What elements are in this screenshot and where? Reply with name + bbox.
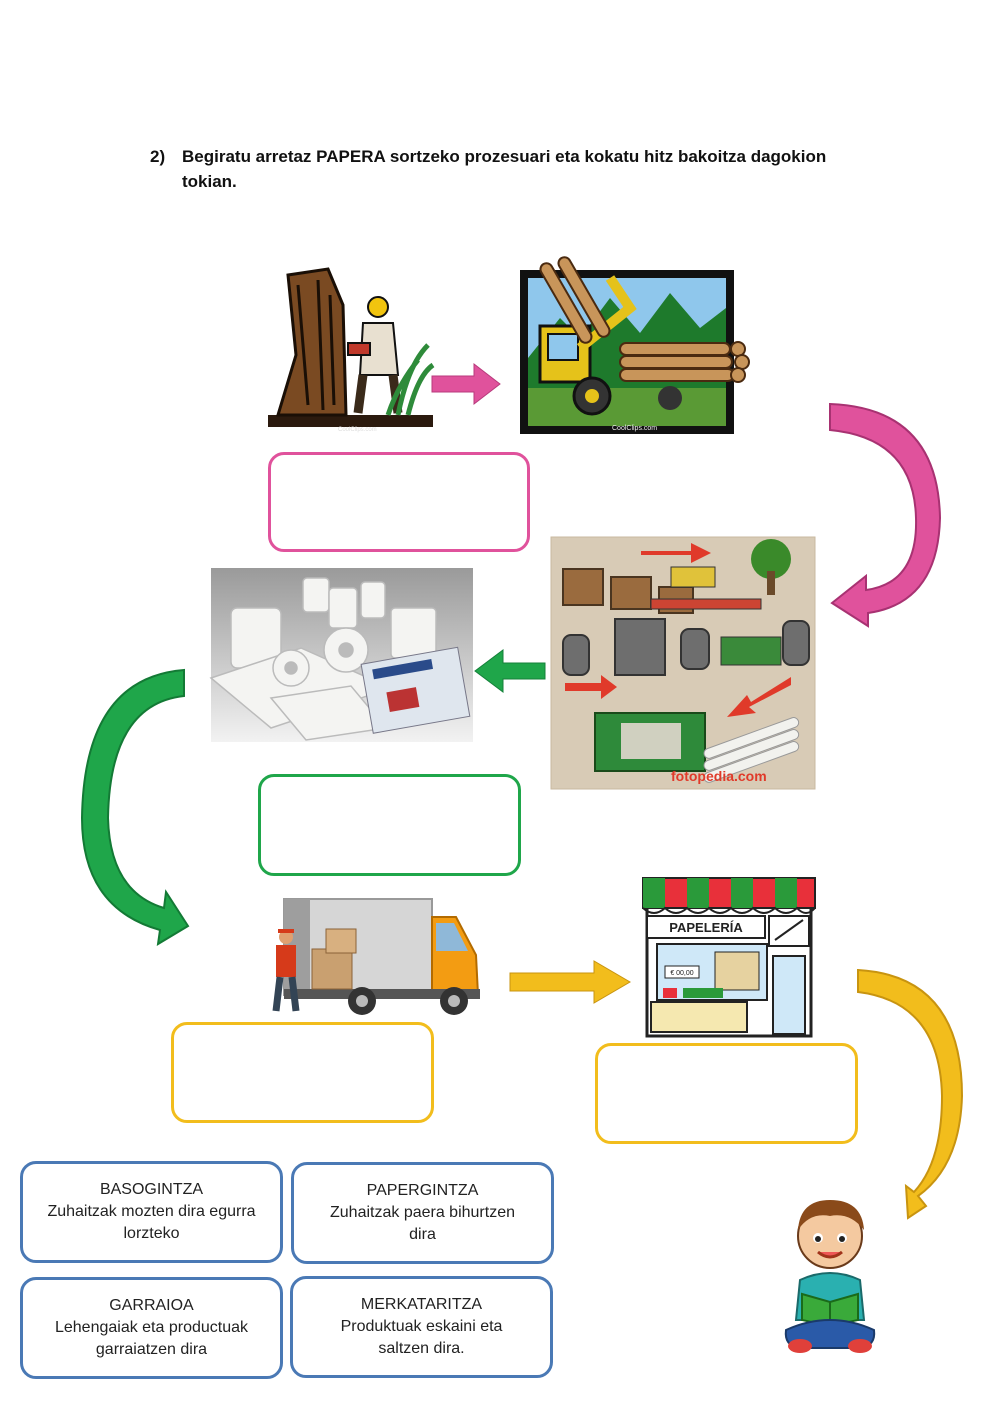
- paper-products-image: [209, 568, 473, 742]
- card-title: PAPERGINTZA: [366, 1182, 479, 1199]
- paper-mill-credit: fotopedia.com: [671, 768, 767, 784]
- drop-box-papermaking[interactable]: [258, 774, 521, 876]
- shop-image: PAPELERÍA € 00,00: [642, 877, 816, 1038]
- instruction-text: Begiratu arretaz PAPERA sortzeko prozesu…: [182, 147, 827, 191]
- card-description-line: Zuhaitzak paera bihurtzen: [330, 1204, 515, 1221]
- word-card-garraioa[interactable]: GARRAIOA Lehengaiak eta productuak garra…: [20, 1277, 283, 1379]
- card-description-line: dira: [409, 1226, 436, 1243]
- card-title: BASOGINTZA: [99, 1181, 204, 1198]
- word-card-basogintza[interactable]: BASOGINTZA Zuhaitzak mozten dira egurra …: [20, 1161, 283, 1263]
- arrow-yellow-curve: [857, 968, 964, 1220]
- drop-box-forestry[interactable]: [268, 452, 530, 552]
- card-description-line: Lehengaiak eta productuak: [54, 1319, 249, 1336]
- logger-credit: CoolClips.com: [338, 427, 377, 433]
- arrow-green-curve: [80, 668, 190, 946]
- log-truck-credit: CoolClips.com: [612, 425, 657, 432]
- shop-price-tag: € 00,00: [670, 970, 693, 977]
- card-title: GARRAIOA: [109, 1297, 194, 1314]
- logger-image: CoolClips.com: [268, 267, 435, 433]
- card-description-line: Produktuak eskaini eta: [340, 1318, 503, 1335]
- arrow-green-left: [474, 649, 546, 693]
- card-description-line: garraiatzen dira: [95, 1341, 208, 1358]
- child-reading-image: [784, 1200, 876, 1353]
- shop-sign: PAPELERÍA: [669, 920, 743, 935]
- drop-box-transport[interactable]: [171, 1022, 434, 1123]
- word-card-papergintza[interactable]: PAPERGINTZA Zuhaitzak paera bihurtzen di…: [291, 1162, 554, 1264]
- card-description-line: saltzen dira.: [378, 1340, 465, 1357]
- word-card-merkataritza[interactable]: MERKATARITZA Produktuak eskaini eta salt…: [290, 1276, 553, 1378]
- card-title: MERKATARITZA: [360, 1296, 483, 1313]
- arrow-pink-curve: [829, 402, 942, 628]
- card-description-line: lorzteko: [123, 1225, 180, 1242]
- drop-box-commerce[interactable]: [595, 1043, 858, 1144]
- paper-mill-image: fotopedia.com: [550, 536, 816, 790]
- log-truck-image: CoolClips.com: [520, 256, 750, 434]
- instruction-number: 2): [150, 147, 166, 166]
- delivery-truck-image: [272, 898, 480, 1015]
- arrow-pink-right: [431, 362, 501, 406]
- card-description-line: Zuhaitzak mozten dira egurra: [47, 1203, 256, 1220]
- arrow-yellow-right: [509, 960, 631, 1004]
